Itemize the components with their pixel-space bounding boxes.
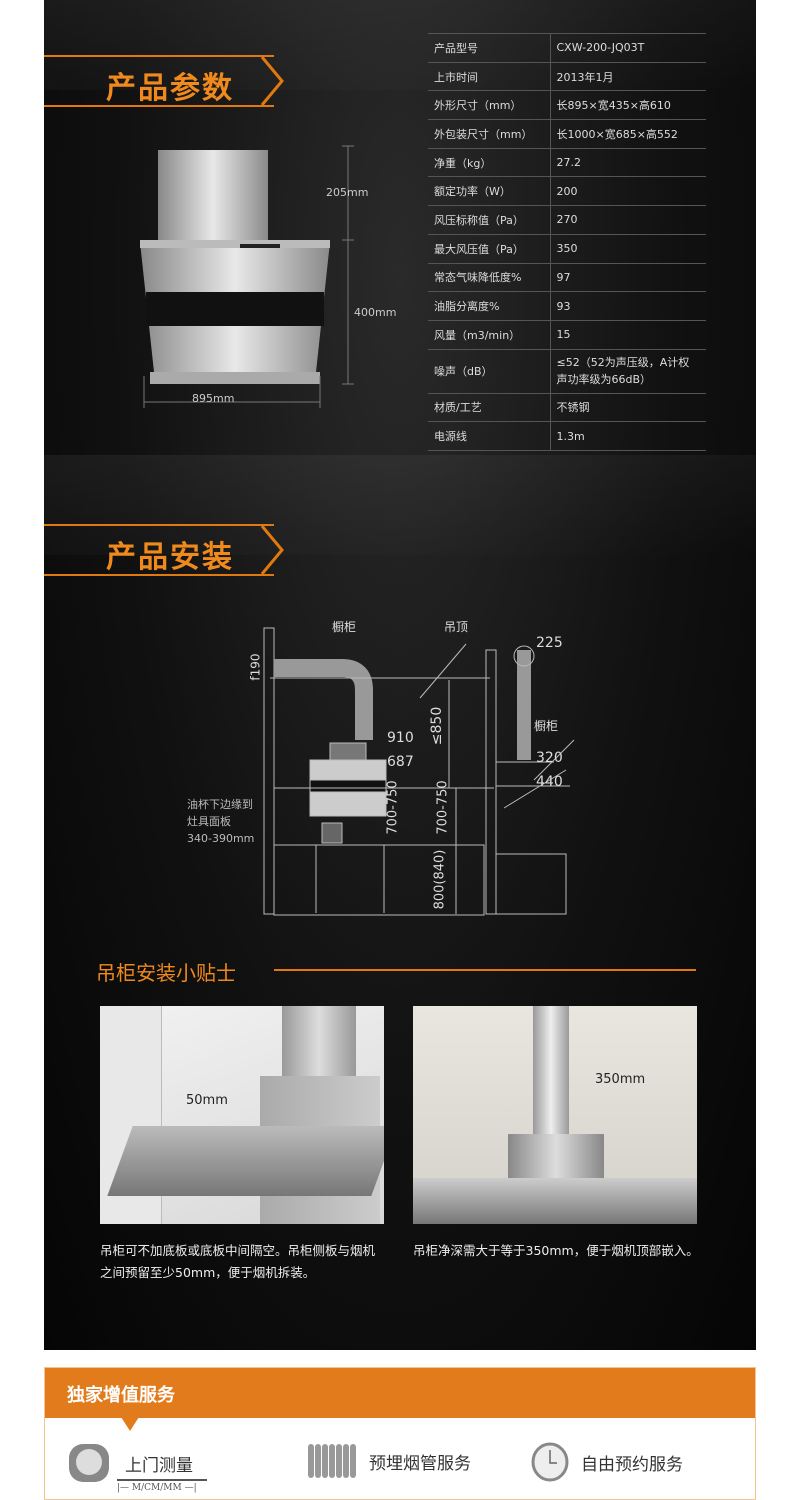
dim-50mm: 50mm	[186, 1093, 228, 1108]
spec-row: 常态气味降低度%97	[428, 263, 706, 293]
spec-label: 油脂分离度%	[428, 291, 551, 321]
duct-pipe-icon	[308, 1444, 356, 1478]
spec-row: 净重（kg）27.2	[428, 148, 706, 178]
dim-700-750-b: 700-750	[435, 780, 451, 835]
units-caption: |— M/CM/MM —|	[117, 1482, 197, 1493]
spec-label: 电源线	[428, 421, 551, 451]
section-title-params: 产品参数	[44, 55, 284, 107]
label-cabinet: 橱柜	[332, 620, 357, 634]
spec-label: 常态气味降低度%	[428, 263, 551, 293]
background-band	[44, 455, 756, 555]
spec-row: 最大风压值（Pa）350	[428, 234, 706, 264]
spec-value: 27.2	[550, 148, 706, 178]
spec-row: 油脂分离度%93	[428, 291, 706, 321]
spec-label: 噪声（dB）	[428, 349, 551, 394]
chevron-right-icon	[260, 57, 284, 105]
dim-body-height: 400mm	[354, 306, 397, 319]
dim-320: 320	[536, 750, 563, 766]
service-duct[interactable]: 预埋烟管服务	[307, 1442, 471, 1480]
spec-row: 额定功率（W）200	[428, 176, 706, 207]
spec-label: 材质/工艺	[428, 393, 551, 423]
tip-photo-depth: 350mm	[413, 1006, 697, 1224]
label-ceiling: 吊顶	[444, 620, 469, 634]
spec-value: 长895×宽435×高610	[550, 90, 706, 121]
services-box: 独家增值服务 上门测量 |— M/CM/MM —| 预埋烟管服务 自由预约服务	[44, 1367, 756, 1500]
spec-label: 风量（m3/min）	[428, 320, 551, 350]
spec-value: 350	[550, 234, 706, 264]
pointer-triangle	[121, 1417, 139, 1431]
oil-cup-note: 油杯下边缘到 灶具面板 340-390mm	[187, 798, 255, 845]
service-appointment[interactable]: 自由预约服务	[531, 1442, 683, 1482]
spec-label: 外包装尺寸（mm）	[428, 119, 551, 149]
installation-diagram	[263, 627, 575, 916]
spec-value: 270	[550, 205, 706, 235]
chevron-right-icon	[260, 526, 284, 574]
spec-label: 净重（kg）	[428, 148, 551, 178]
spec-value: 不锈钢	[550, 393, 706, 423]
dim-687: 687	[387, 754, 414, 770]
spec-row: 风量（m3/min）15	[428, 320, 706, 350]
label-cabinet-side: 橱柜	[534, 719, 559, 733]
spec-value: 93	[550, 291, 706, 321]
dim-700-750-a: 700-750	[385, 780, 401, 835]
dim-910: 910	[387, 730, 414, 746]
tips-title: 吊柜安装小贴士	[96, 961, 236, 985]
spec-value: ≤52（52为声压级，A计权声功率级为66dB）	[550, 349, 706, 394]
services-title: 独家增值服务	[45, 1368, 755, 1418]
spec-label: 额定功率（W）	[428, 176, 551, 207]
dim-225: 225	[536, 635, 563, 651]
dim-width: 895mm	[192, 392, 235, 405]
range-hood-product-image	[140, 145, 354, 408]
spec-value: 200	[550, 176, 706, 207]
spec-row: 噪声（dB）≤52（52为声压级，A计权声功率级为66dB）	[428, 349, 706, 394]
spec-value: 2013年1月	[550, 62, 706, 92]
tip-caption-2: 吊柜净深需大于等于350mm，便于烟机顶部嵌入。	[413, 1243, 699, 1258]
tip-caption-1: 吊柜可不加底板或底板中间隔空。吊柜侧板与烟机 之间预留至少50mm，便于烟机拆装…	[100, 1243, 376, 1280]
section-title-install: 产品安装	[44, 524, 284, 576]
tape-measure-icon	[69, 1444, 109, 1482]
spec-label: 产品型号	[428, 33, 551, 63]
dim-350mm: 350mm	[595, 1072, 646, 1087]
dim-850: ≤850	[429, 706, 446, 746]
spec-row: 材质/工艺不锈钢	[428, 393, 706, 423]
clock-icon	[531, 1442, 569, 1482]
dim-440: 440	[536, 774, 563, 790]
spec-value: 长1000×宽685×高552	[550, 119, 706, 149]
service-measure[interactable]: 上门测量 |— M/CM/MM —|	[67, 1442, 207, 1493]
spec-label: 风压标称值（Pa）	[428, 205, 551, 235]
dim-chimney-height: 205mm	[326, 186, 369, 199]
spec-label: 最大风压值（Pa）	[428, 234, 551, 264]
spec-value: CXW-200-JQ03T	[550, 33, 706, 63]
spec-row: 风压标称值（Pa）270	[428, 205, 706, 235]
spec-label: 上市时间	[428, 62, 551, 92]
spec-value: 15	[550, 320, 706, 350]
dim-800-840: 800(840)	[432, 849, 448, 910]
spec-row: 外包装尺寸（mm）长1000×宽685×高552	[428, 119, 706, 149]
tip-photo-side-gap: 50mm	[100, 1006, 384, 1224]
spec-value: 1.3m	[550, 421, 706, 451]
spec-row: 外形尺寸（mm）长895×宽435×高610	[428, 90, 706, 121]
divider	[274, 969, 696, 971]
dim-190: f190	[248, 653, 263, 681]
spec-value: 97	[550, 263, 706, 293]
spec-label: 外形尺寸（mm）	[428, 90, 551, 121]
